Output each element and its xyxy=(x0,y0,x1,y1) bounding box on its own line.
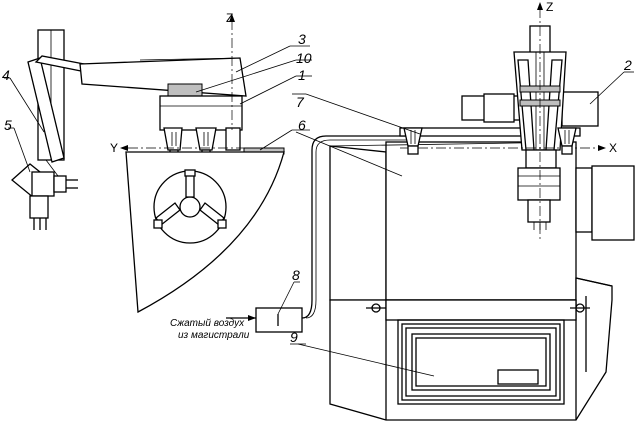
cabinet-side xyxy=(329,145,387,301)
lever-arm xyxy=(27,57,65,163)
callout-7: 7 xyxy=(296,94,305,110)
callout-8: 8 xyxy=(292,267,300,283)
sector-base xyxy=(125,151,285,314)
x-axis-label: X xyxy=(609,141,617,155)
air-supply-note-line1: Сжатый воздух xyxy=(170,318,245,329)
left-assembly: Z Y xyxy=(10,11,285,314)
callout-9: 9 xyxy=(290,329,298,345)
callout-5: 5 xyxy=(4,117,12,133)
x-axis-arrow xyxy=(598,145,606,151)
callout-10: 10 xyxy=(296,50,312,66)
air-supply-note-line2: из магистрали xyxy=(178,330,250,341)
chuck xyxy=(153,169,227,244)
callout-3: 3 xyxy=(298,31,306,47)
clamp-unit xyxy=(10,159,78,230)
z-axis-arrow-right xyxy=(537,2,543,10)
y-axis-arrow xyxy=(120,145,128,151)
side-motor xyxy=(591,165,635,241)
top-rail xyxy=(399,127,581,137)
arm-beam xyxy=(79,57,247,97)
z-axis-arrow-left xyxy=(229,14,235,22)
inspection-window xyxy=(397,319,565,405)
right-machine: Z X xyxy=(329,0,635,421)
callout-6: 6 xyxy=(298,117,306,133)
callout-1: 1 xyxy=(298,67,306,83)
callout-2: 2 xyxy=(623,57,632,73)
y-axis-label: Y xyxy=(110,141,118,155)
rail-clamp-left xyxy=(403,127,423,155)
z-axis-label-right: Z xyxy=(546,0,553,14)
leader-lines xyxy=(4,45,634,377)
rail-clamp-right xyxy=(557,127,577,155)
callout-4: 4 xyxy=(2,67,10,83)
z-axis-label-left: Z xyxy=(226,11,233,25)
